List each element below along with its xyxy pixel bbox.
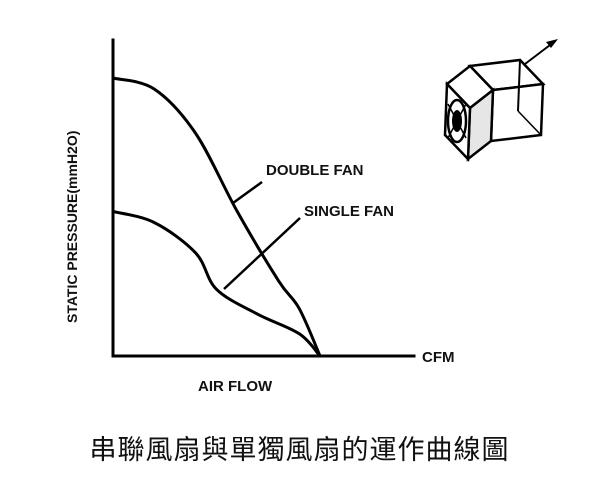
stacked-fans-icon — [443, 58, 546, 162]
y-axis-label: STATIC PRESSURE(mmH2O) — [64, 131, 80, 323]
leader-double-fan — [232, 180, 263, 205]
series-label-single-fan: SINGLE FAN — [304, 203, 394, 220]
x-axis-label: AIR FLOW — [198, 378, 273, 395]
figure-caption: 串聯風扇與單獨風扇的運作曲線圖 — [89, 435, 510, 466]
series-line-single-fan — [111, 209, 322, 358]
series-line-double-fan — [111, 76, 322, 358]
series-label-double-fan: DOUBLE FAN — [266, 162, 364, 179]
airflow-arrow-icon — [524, 39, 558, 65]
x-axis-unit: CFM — [422, 349, 455, 366]
leader-single-fan — [223, 217, 301, 290]
